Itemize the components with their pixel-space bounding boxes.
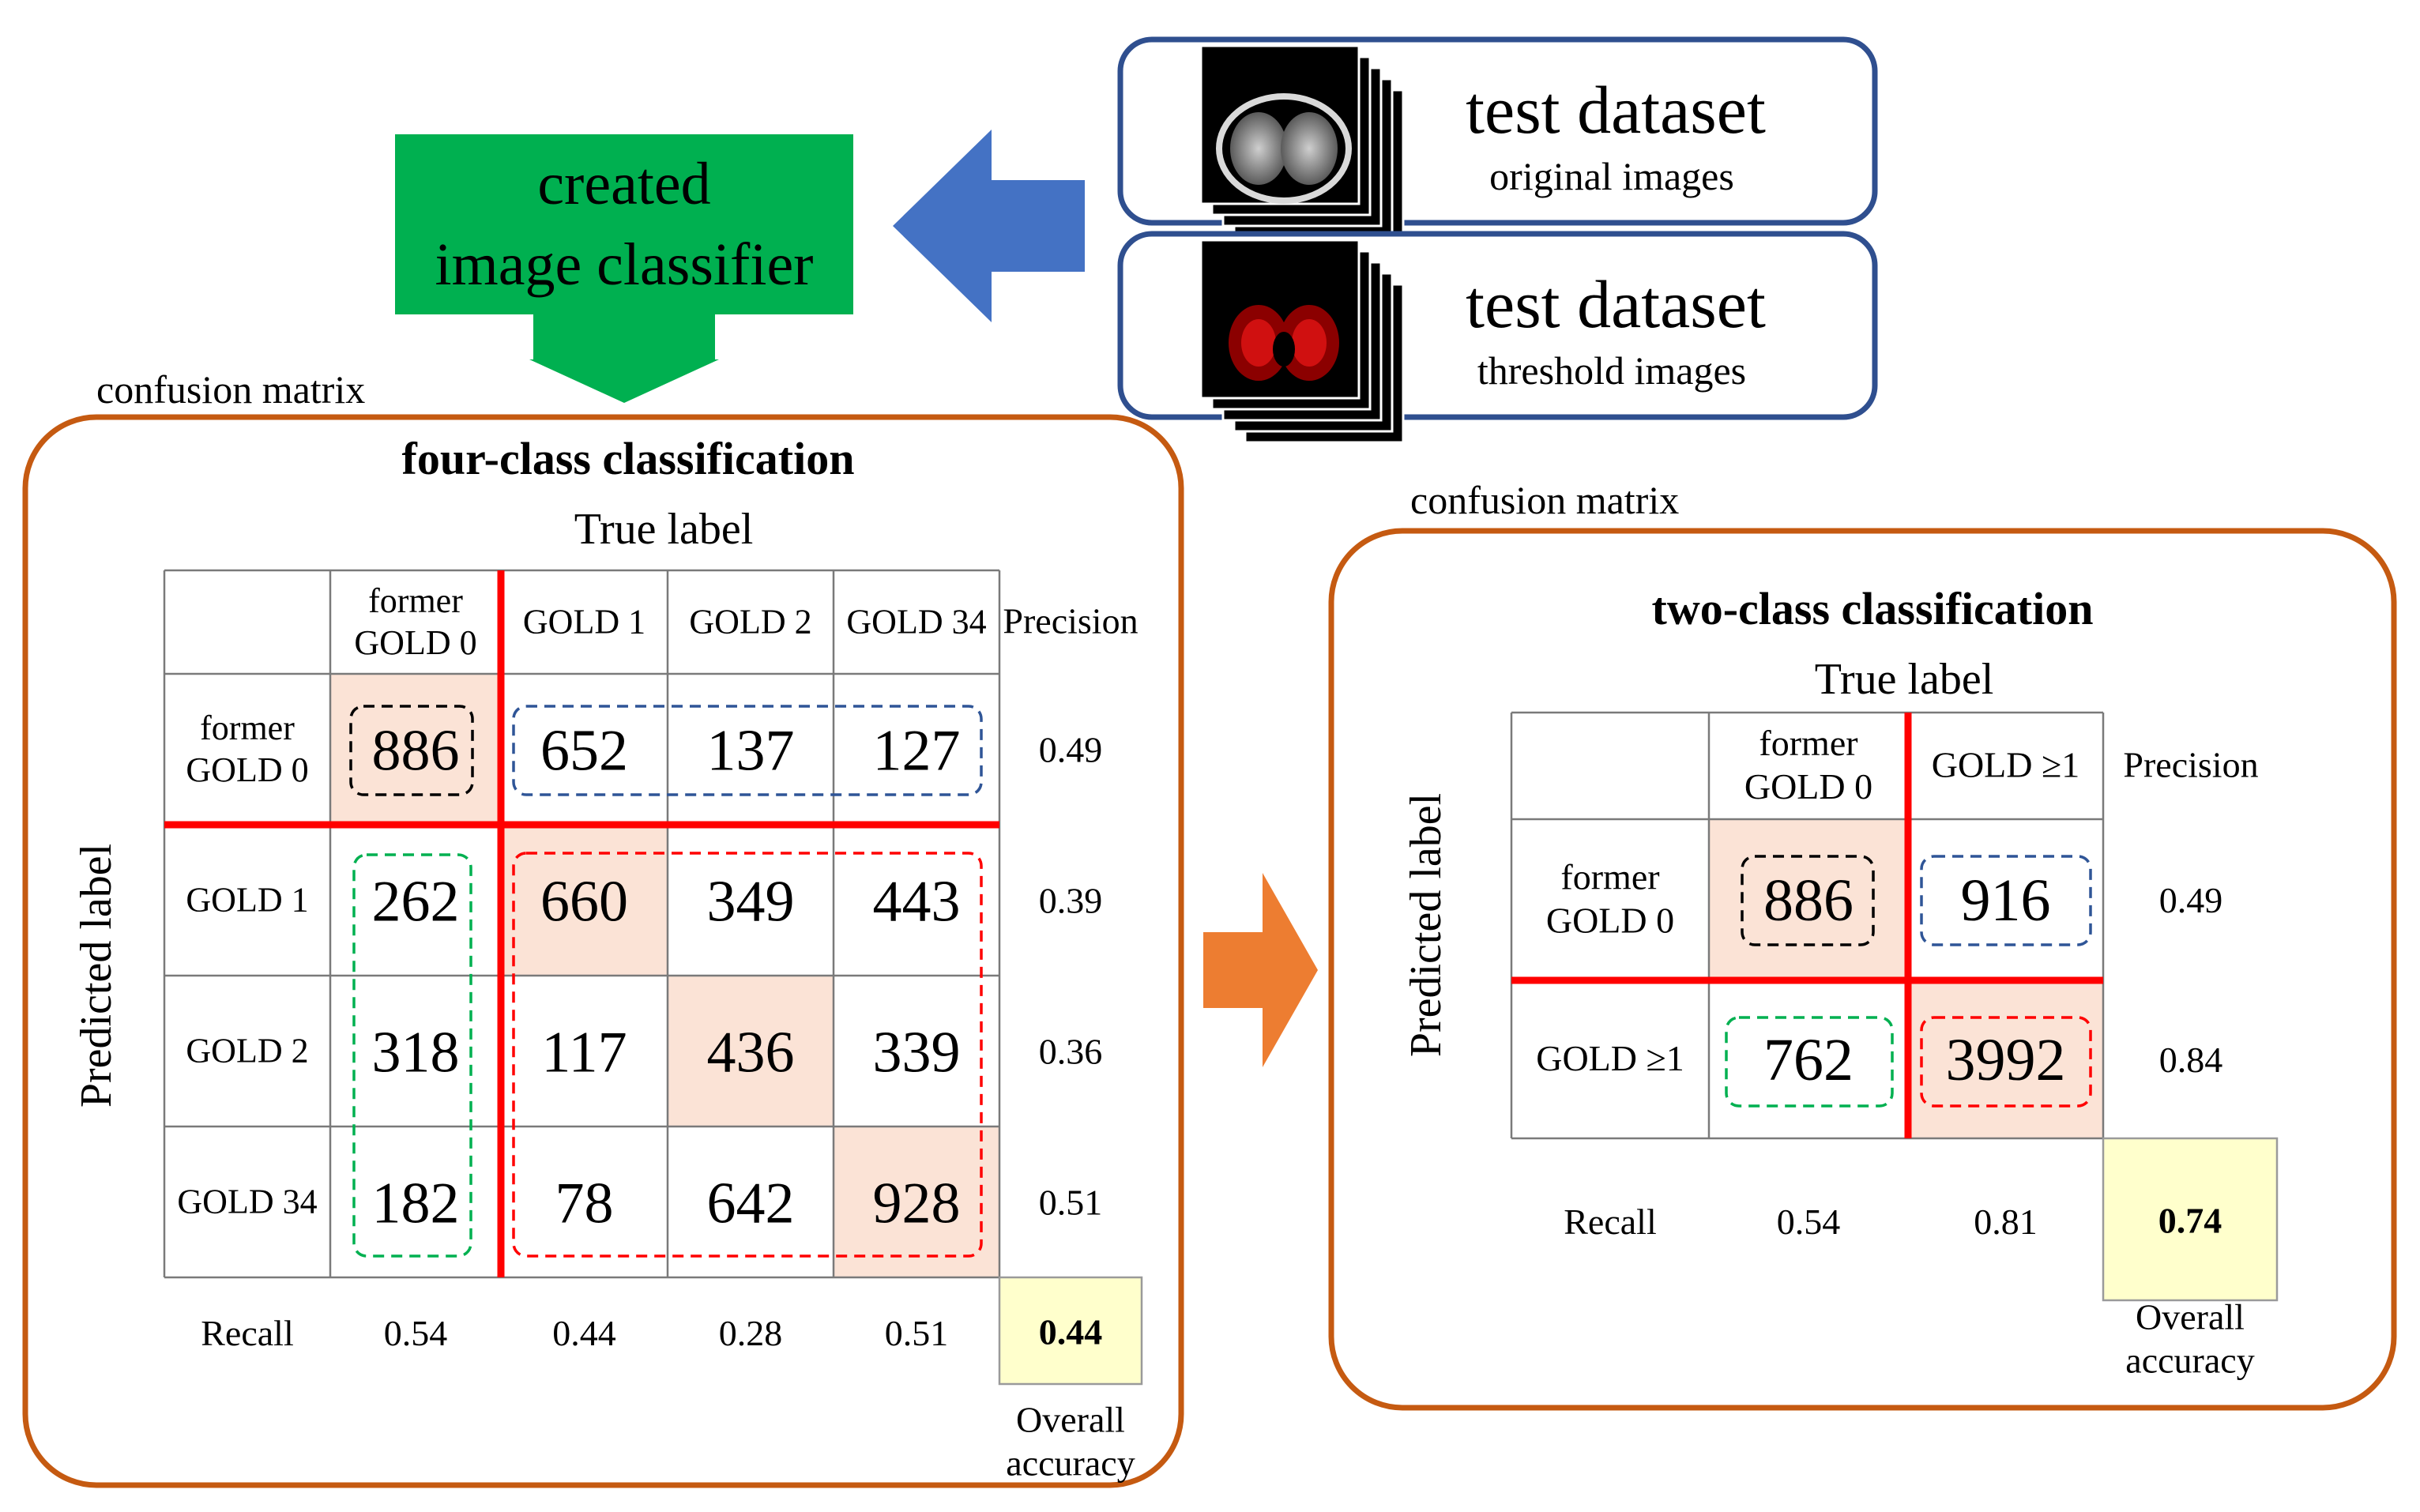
precision-value: 0.51 <box>1039 1183 1103 1223</box>
classifier-box <box>395 134 853 314</box>
dataset-title: test dataset <box>1466 72 1766 148</box>
matrix-cell-value: 436 <box>707 1021 795 1085</box>
true-positive-group <box>1920 1016 2092 1108</box>
predicted-label-axis: Predicted label <box>1402 793 1451 1057</box>
precision-header: Precision <box>1003 601 1138 641</box>
precision-value: 0.36 <box>1039 1032 1103 1072</box>
matrix-cell-value: 652 <box>540 719 628 784</box>
matrix-cell-value: 660 <box>540 870 628 935</box>
true-negative-group <box>1741 855 1875 946</box>
dataset-subtitle: original images <box>1489 154 1734 198</box>
true-positive-group <box>512 852 983 1258</box>
predicted-label-axis: Predicted label <box>72 844 121 1108</box>
precision-value: 0.84 <box>2159 1040 2223 1080</box>
matrix-cell-value: 928 <box>873 1172 961 1236</box>
true-label-axis: True label <box>574 505 754 554</box>
false-negative-group <box>352 853 472 1258</box>
column-header: GOLD ≥1 <box>1932 745 2080 785</box>
matrix-cell-value: 318 <box>372 1021 460 1085</box>
two-class-frame <box>1328 528 2397 1411</box>
column-header: GOLD 1 <box>523 603 645 641</box>
true-negative-group <box>349 705 474 796</box>
false-negative-group <box>1725 1016 1894 1108</box>
down-arrow-icon <box>529 314 719 403</box>
precision-value: 0.49 <box>2159 880 2223 920</box>
dataset-box-2: test dataset threshold images <box>1117 231 1878 444</box>
diagonal-cell-highlight <box>834 1126 999 1277</box>
row-header: GOLD 34 <box>177 1183 317 1221</box>
dataset-title: test dataset <box>1466 266 1766 342</box>
dataset-box-1: test dataset original images <box>1117 36 1878 250</box>
four-class-frame <box>22 414 1184 1488</box>
recall-value: 0.54 <box>1777 1202 1841 1242</box>
overall-accuracy-box <box>2102 1137 2279 1302</box>
matrix-cell-value: 443 <box>873 870 961 935</box>
row-header: GOLD 1 <box>186 881 308 920</box>
column-header: GOLD 34 <box>846 603 986 641</box>
matrix-cell-value: 117 <box>541 1021 627 1085</box>
false-positive-group <box>512 705 983 796</box>
matrix-cell-value: 78 <box>555 1172 614 1236</box>
recall-label: Recall <box>201 1313 294 1353</box>
recall-label: Recall <box>1564 1202 1657 1242</box>
diagonal-cell-highlight <box>668 976 834 1126</box>
recall-value: 0.44 <box>552 1313 616 1353</box>
panel-caption: confusion matrix <box>1410 478 1679 522</box>
row-header: GOLD ≥1 <box>1536 1038 1684 1078</box>
blue-arrow-icon <box>893 130 1085 322</box>
matrix-cell-value: 182 <box>372 1172 460 1236</box>
panel-caption: confusion matrix <box>96 367 365 412</box>
matrix-cell-value: 762 <box>1763 1027 1854 1093</box>
classifier-line-2: image classifier <box>435 231 813 298</box>
panel-title: two-class classification <box>1652 583 2094 634</box>
diagonal-cell-highlight <box>501 825 668 976</box>
true-label-axis: True label <box>1815 655 1994 704</box>
overall-accuracy-value: 0.74 <box>2158 1201 2222 1241</box>
classifier-line-1: created <box>537 151 710 217</box>
diagonal-cell-highlight <box>1908 980 2103 1138</box>
matrix-cell-value: 339 <box>873 1021 961 1085</box>
matrix-cell-value: 3992 <box>1946 1027 2066 1093</box>
overall-accuracy-box <box>998 1276 1143 1386</box>
matrix-cell-value: 916 <box>1961 867 2051 934</box>
column-header: GOLD 2 <box>689 603 811 641</box>
recall-value: 0.28 <box>719 1313 783 1353</box>
ct-lung-scan-stack-icon <box>1199 44 1405 250</box>
recall-value: 0.81 <box>1974 1202 2038 1242</box>
matrix-cell-value: 349 <box>707 870 795 935</box>
precision-value: 0.39 <box>1039 881 1103 921</box>
recall-value: 0.54 <box>384 1313 448 1353</box>
matrix-cell-value: 137 <box>707 719 795 784</box>
precision-header: Precision <box>2123 745 2258 785</box>
matrix-cell-value: 127 <box>873 719 961 784</box>
matrix-cell-value: 886 <box>1763 867 1854 934</box>
dataset-subtitle: threshold images <box>1477 348 1746 393</box>
precision-value: 0.49 <box>1039 730 1103 770</box>
orange-arrow-icon <box>1203 873 1318 1067</box>
row-header: GOLD 2 <box>186 1032 308 1070</box>
false-positive-group <box>1920 855 2092 946</box>
overall-accuracy-value: 0.44 <box>1039 1312 1103 1352</box>
threshold-lung-scan-stack-icon <box>1199 239 1405 444</box>
matrix-cell-value: 886 <box>372 719 460 784</box>
classifier-pipeline: created image classifier test dataset origi… <box>395 36 1878 444</box>
matrix-cell-value: 642 <box>707 1172 795 1236</box>
panel-title: four-class classification <box>402 433 855 484</box>
recall-value: 0.51 <box>885 1313 949 1353</box>
matrix-cell-value: 262 <box>372 870 460 935</box>
